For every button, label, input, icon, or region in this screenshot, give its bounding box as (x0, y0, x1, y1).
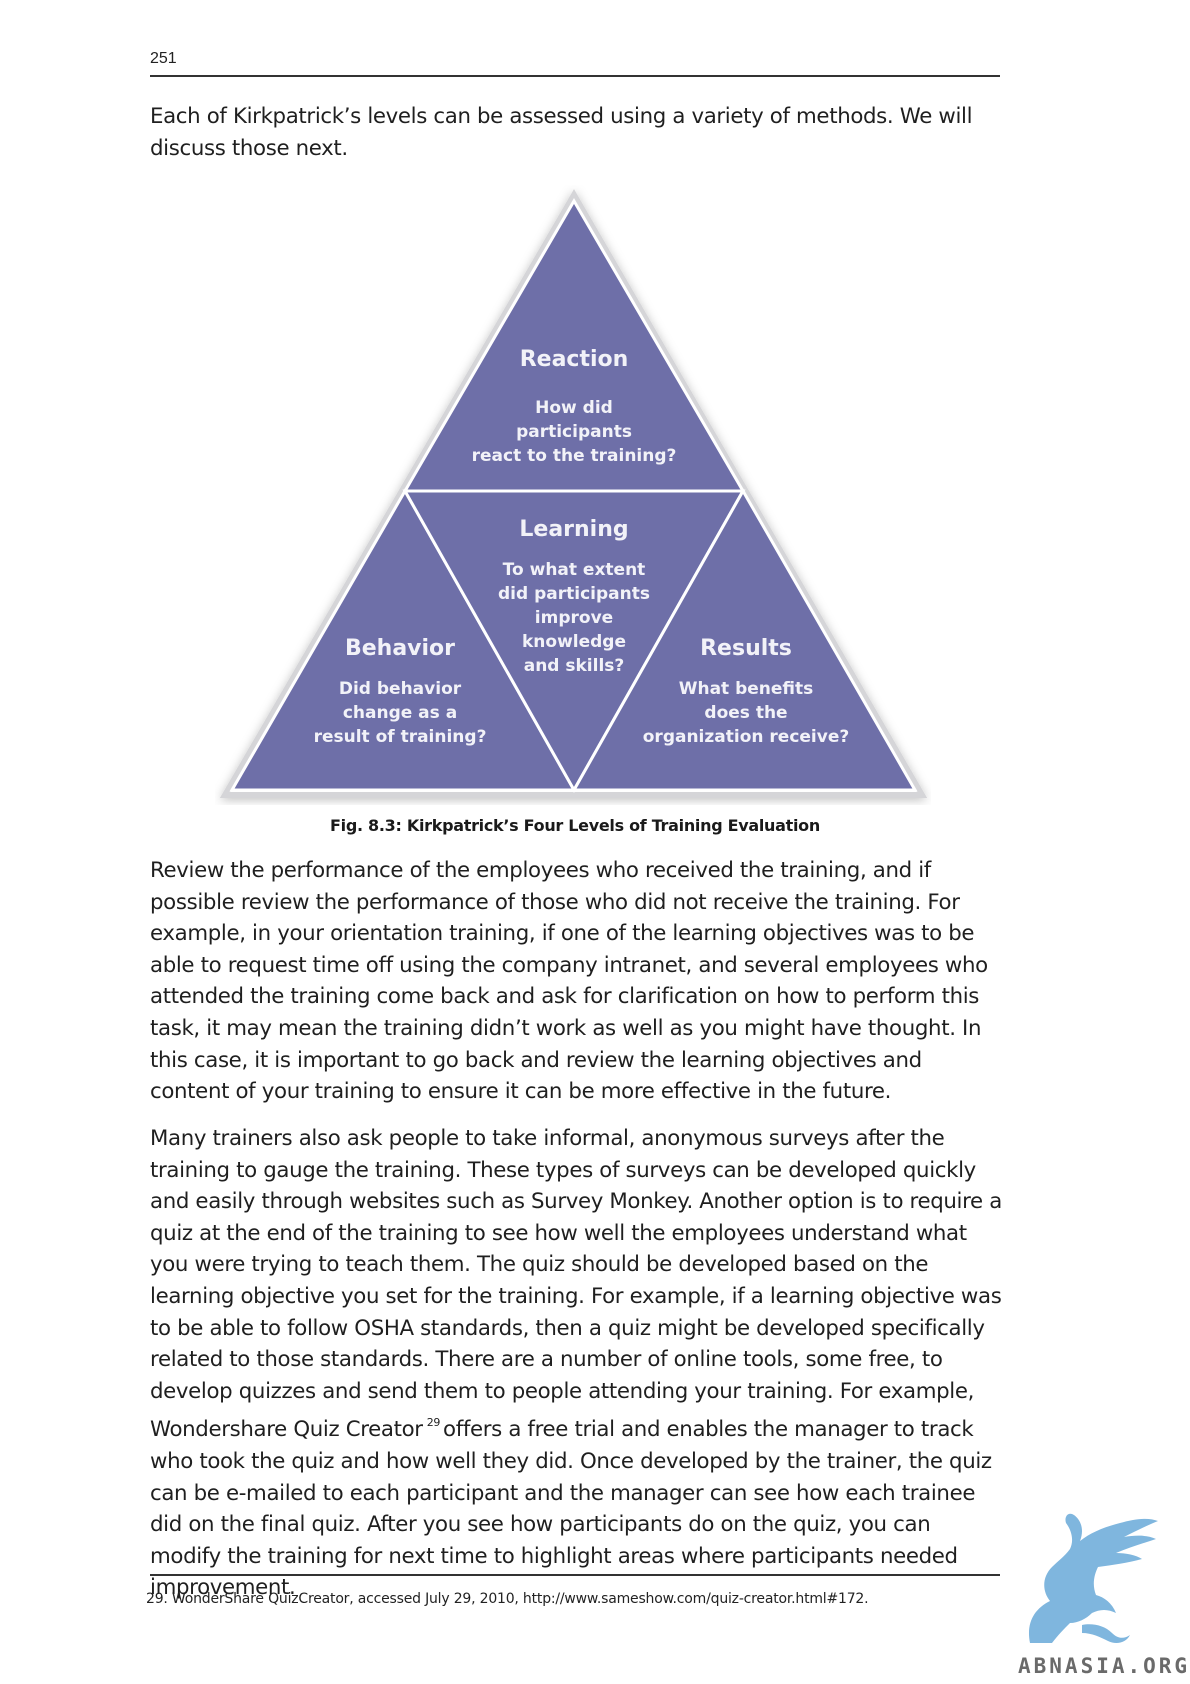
learning-label: Learning To what extent did participants… (498, 517, 650, 676)
results-label: Results What benefits does the organizat… (643, 636, 849, 747)
behavior-line-1: Did behavior (339, 679, 462, 699)
behavior-title: Behavior (345, 636, 455, 661)
reaction-label: Reaction How did participants react to t… (472, 347, 677, 466)
watermark-text: ABNASIA.ORG (1018, 1654, 1190, 1678)
body-paragraph-1: Review the performance of the employees … (150, 858, 988, 1105)
learning-line-5: and skills? (524, 656, 625, 676)
learning-line-1: To what extent (503, 560, 646, 580)
kirkpatrick-pyramid-diagram: Reaction How did participants react to t… (219, 189, 928, 798)
learning-line-3: improve (535, 608, 613, 628)
watermark-griffin-logo (1028, 1513, 1158, 1643)
results-line-3: organization receive? (643, 727, 849, 747)
paragraph-2-text-before: Many trainers also ask people to take in… (150, 1126, 1002, 1443)
reaction-line-1: How did (535, 398, 613, 418)
figure-caption: Fig. 8.3: Kirkpatrick’s Four Levels of T… (330, 816, 820, 835)
footnote-reference[interactable]: 29 (426, 1416, 441, 1430)
reaction-line-2: participants (516, 422, 632, 442)
results-title: Results (700, 636, 792, 661)
header-rule (150, 75, 1000, 77)
footnote-rule (150, 1574, 1000, 1576)
results-line-2: does the (704, 703, 787, 723)
learning-title: Learning (519, 517, 628, 542)
footnote: 29. WonderShare QuizCreator, accessed Ju… (146, 1591, 869, 1607)
behavior-line-3: result of training? (314, 727, 487, 747)
learning-line-4: knowledge (522, 632, 626, 652)
behavior-label: Behavior Did behavior change as a result… (314, 636, 487, 747)
behavior-line-2: change as a (343, 703, 457, 723)
reaction-title: Reaction (520, 347, 629, 372)
reaction-line-3: react to the training? (472, 446, 677, 466)
body-paragraph-2: Many trainers also ask people to take in… (150, 1123, 1006, 1604)
paragraph-2-text-after: offers a free trial and enables the mana… (150, 1417, 992, 1601)
results-line-1: What benefits (679, 679, 814, 699)
results-triangle (571, 487, 918, 792)
page-number: 251 (150, 50, 177, 67)
learning-line-2: did participants (498, 584, 650, 604)
intro-paragraph: Each of Kirkpatrick’s levels can be asse… (150, 104, 973, 161)
